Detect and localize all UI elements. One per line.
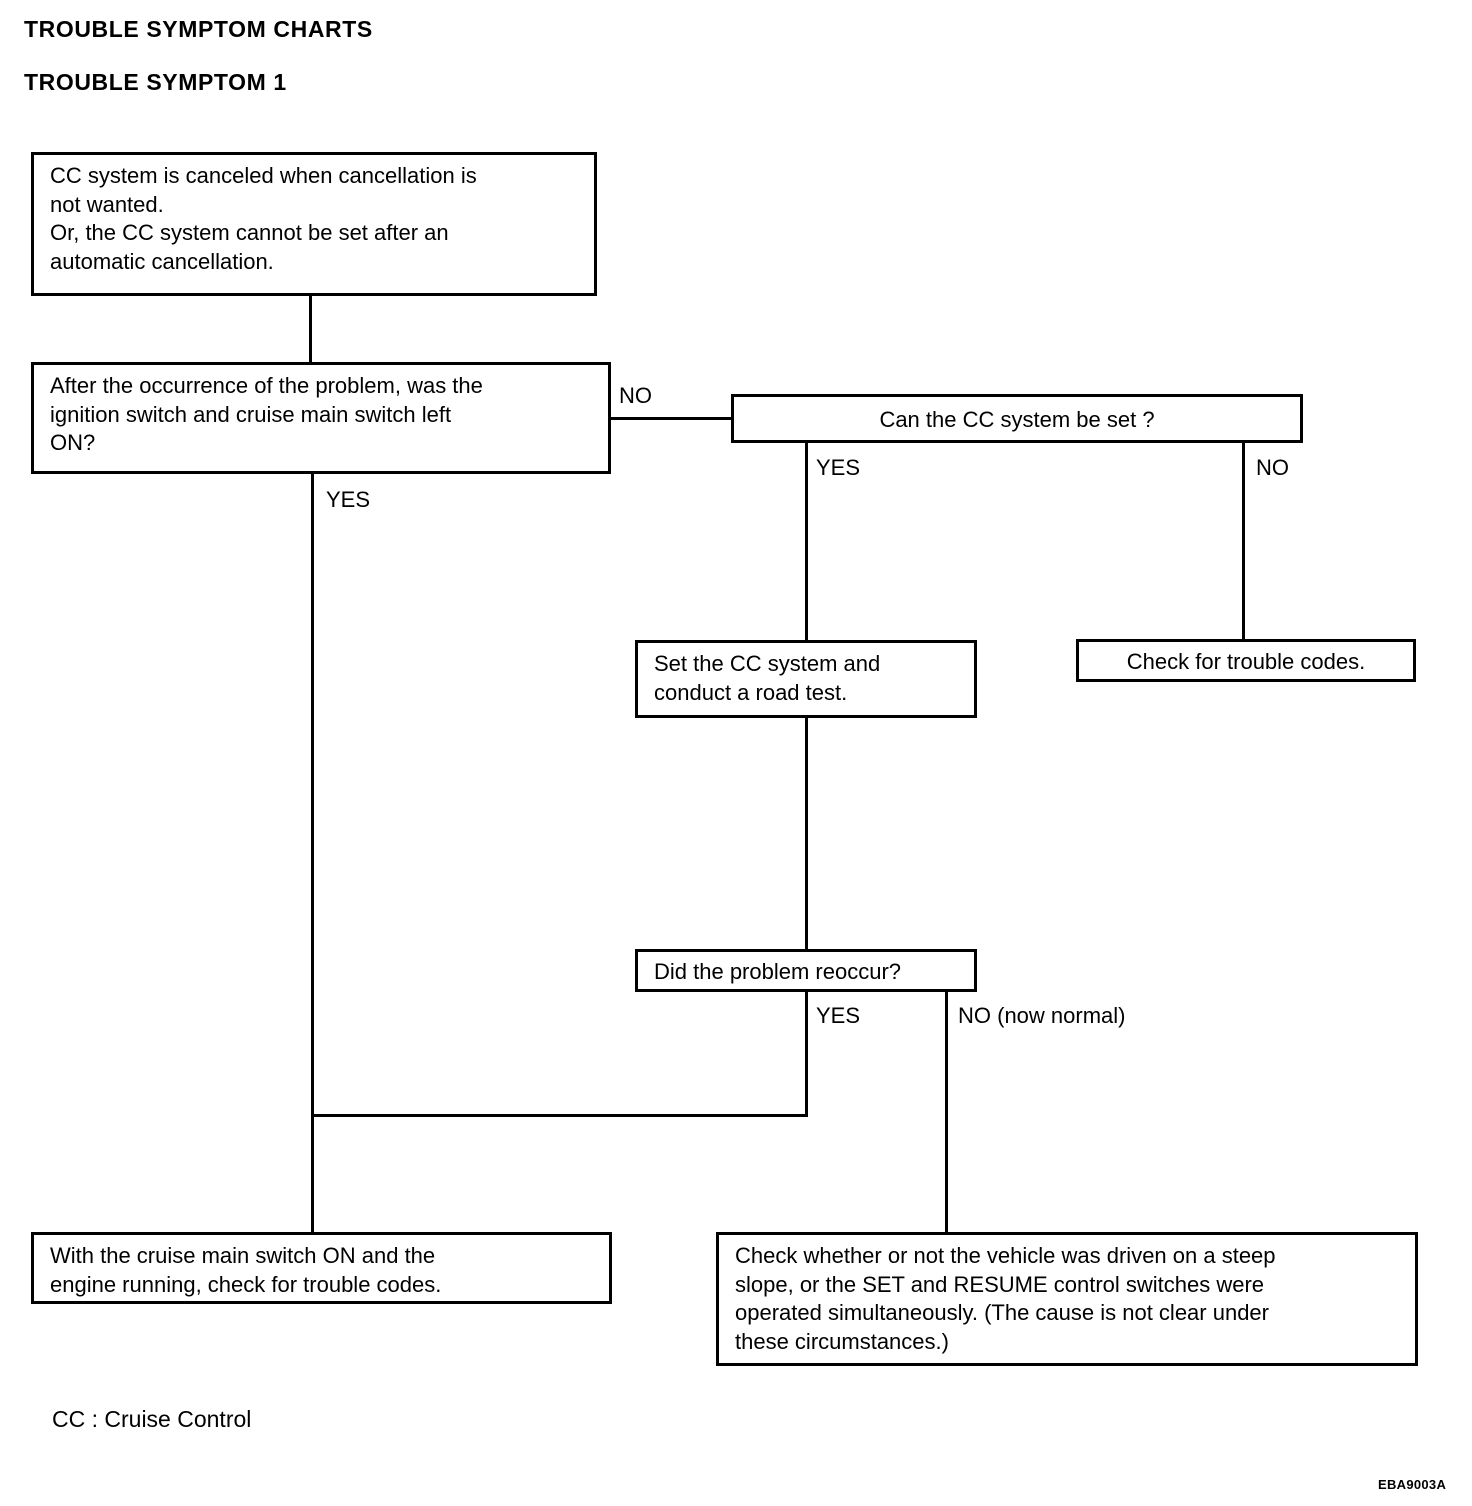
page-subtitle: TROUBLE SYMPTOM 1 (24, 69, 287, 95)
figure-code: EBA9003A (1378, 1477, 1447, 1492)
legend-abbreviation: CC : Cruise Control (52, 1406, 252, 1432)
node-check-steep-slope: Check whether or not the vehicle was dri… (716, 1232, 1418, 1366)
ignition-line-3: ON? (50, 430, 96, 456)
node-set-cc-road-test: Set the CC system and conduct a road tes… (635, 640, 977, 718)
symptom-line-2: not wanted. (50, 191, 164, 217)
node-check-with-switch-on: With the cruise main switch ON and the e… (31, 1232, 612, 1304)
ignition-line-1: After the occurrence of the problem, was… (50, 373, 483, 398)
connector-can-set-no-down (1242, 443, 1245, 641)
reoccur-line-1: Did the problem reoccur? (654, 959, 902, 984)
connector-can-set-yes-down (805, 443, 808, 643)
switch-on-line-1: With the cruise main switch ON and the (50, 1243, 436, 1268)
node-question-problem-reoccur: Did the problem reoccur? (635, 949, 977, 992)
symptom-line-1: CC system is canceled when cancellation … (50, 163, 477, 188)
steep-slope-line-4: these circumstances.) (735, 1328, 949, 1354)
page-title: TROUBLE SYMPTOM CHARTS (24, 16, 373, 42)
symptom-line-3: Or, the CC system cannot be set after an (50, 220, 449, 246)
branch-label-ignition-yes: YES (326, 487, 371, 512)
ignition-line-2: ignition switch and cruise main switch l… (50, 401, 452, 427)
steep-slope-line-3: operated simultaneously. (The cause is n… (735, 1300, 1269, 1326)
connector-ignition-no-to-can-set (607, 417, 734, 420)
branch-label-can-set-no: NO (1256, 455, 1289, 480)
node-symptom-description: CC system is canceled when cancellation … (31, 152, 597, 296)
branch-label-reoccur-no: NO (now normal) (958, 1003, 1126, 1028)
check-codes-line-1: Check for trouble codes. (1126, 649, 1366, 674)
branch-label-can-set-yes: YES (816, 455, 861, 480)
connector-road-test-to-reoccur (805, 717, 808, 952)
connector-reoccur-no-down (945, 989, 948, 1235)
node-question-ignition-switch: After the occurrence of the problem, was… (31, 362, 611, 474)
road-test-line-1: Set the CC system and (654, 651, 881, 676)
road-test-line-2: conduct a road test. (654, 679, 848, 705)
node-question-can-cc-be-set: Can the CC system be set ? (731, 394, 1303, 443)
branch-label-reoccur-yes: YES (816, 1003, 861, 1028)
branch-label-ignition-no: NO (619, 383, 652, 408)
connector-symptom-to-ignition (309, 291, 312, 363)
can-set-line-1: Can the CC system be set ? (879, 407, 1155, 432)
connector-reoccur-yes-merge (311, 1114, 808, 1117)
connector-reoccur-yes-down (805, 989, 808, 1117)
steep-slope-line-1: Check whether or not the vehicle was dri… (735, 1243, 1276, 1268)
steep-slope-line-2: slope, or the SET and RESUME control swi… (735, 1271, 1265, 1297)
connector-ignition-yes-down (311, 471, 314, 1233)
node-check-trouble-codes: Check for trouble codes. (1076, 639, 1416, 682)
switch-on-line-2: engine running, check for trouble codes. (50, 1271, 442, 1297)
symptom-line-4: automatic cancellation. (50, 248, 274, 274)
